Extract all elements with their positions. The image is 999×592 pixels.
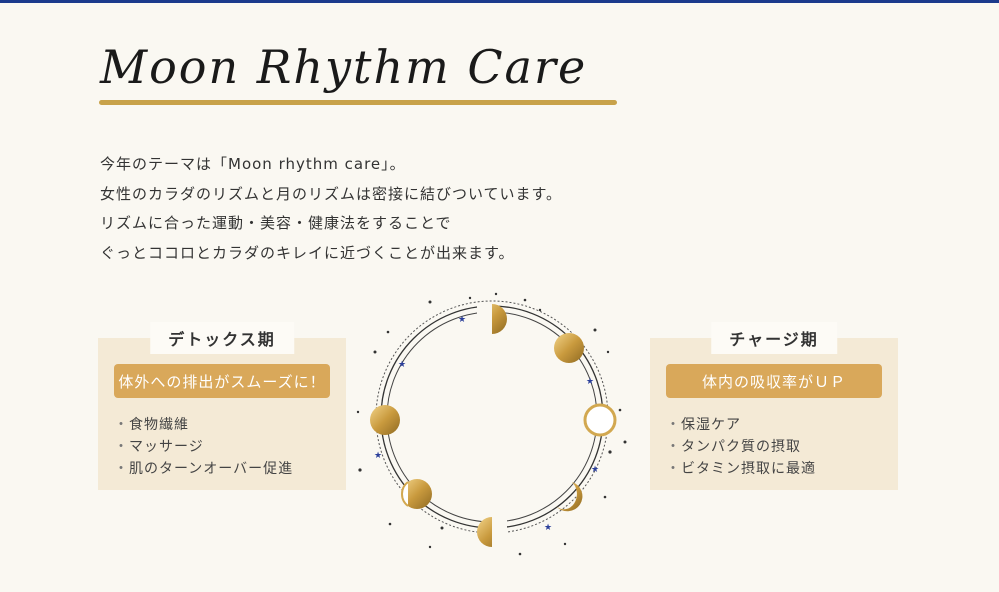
detox-pill: 体外への排出がスムーズに！ [114, 364, 330, 398]
detox-panel: デトックス期 体外への排出がスムーズに！ 食物繊維 マッサージ 肌のターンオーバ… [98, 322, 346, 490]
svg-text:★: ★ [398, 360, 406, 370]
intro-text: 今年のテーマは「Moon rhythm care」。 女性のカラダのリズムと月の… [100, 150, 562, 268]
intro-line: ぐっとココロとカラダのキレイに近づくことが出来ます。 [100, 243, 515, 262]
list-item: タンパク質の摂取 [666, 436, 816, 458]
moon-phase-cycle-icon: ★ ★ ★ ★ ★ ★ [356, 292, 627, 556]
list-item: 保湿ケア [666, 414, 816, 436]
detox-list: 食物繊維 マッサージ 肌のターンオーバー促進 [114, 414, 293, 480]
svg-text:★: ★ [458, 315, 466, 325]
moon-waning-crescent-icon [556, 482, 583, 512]
svg-text:★: ★ [591, 465, 599, 475]
list-item: 食物繊維 [114, 414, 293, 436]
star-icon: ★ ★ ★ ★ ★ ★ [374, 315, 599, 533]
intro-line: リズムに合った運動・美容・健康法をすることで [100, 214, 452, 232]
charge-panel: チャージ期 体内の吸収率がＵＰ 保湿ケア タンパク質の摂取 ビタミン摂取に最適 [650, 322, 898, 490]
moon-new-icon [370, 405, 400, 435]
detox-heading: デトックス期 [150, 322, 294, 354]
charge-heading: チャージ期 [711, 322, 837, 354]
sparkle-dots [356, 292, 627, 556]
page-title: Moon Rhythm Care [100, 40, 588, 94]
list-item: ビタミン摂取に最適 [666, 458, 816, 480]
list-item: マッサージ [114, 436, 293, 458]
charge-pill: 体内の吸収率がＵＰ [666, 364, 882, 398]
list-item: 肌のターンオーバー促進 [114, 458, 293, 480]
svg-text:★: ★ [374, 451, 382, 461]
moon-full-icon [583, 403, 617, 437]
svg-text:★: ★ [544, 523, 552, 533]
charge-list: 保湿ケア タンパク質の摂取 ビタミン摂取に最適 [666, 414, 816, 480]
moon-waxing-gibbous-icon [554, 333, 584, 363]
title-underline [99, 100, 617, 105]
intro-line: 今年のテーマは「Moon rhythm care」。 [100, 155, 406, 173]
intro-line: 女性のカラダのリズムと月のリズムは密接に結びついています。 [100, 184, 563, 203]
svg-text:★: ★ [586, 377, 594, 387]
top-accent-bar [0, 0, 999, 3]
moon-waning-gibbous-icon [402, 479, 432, 509]
